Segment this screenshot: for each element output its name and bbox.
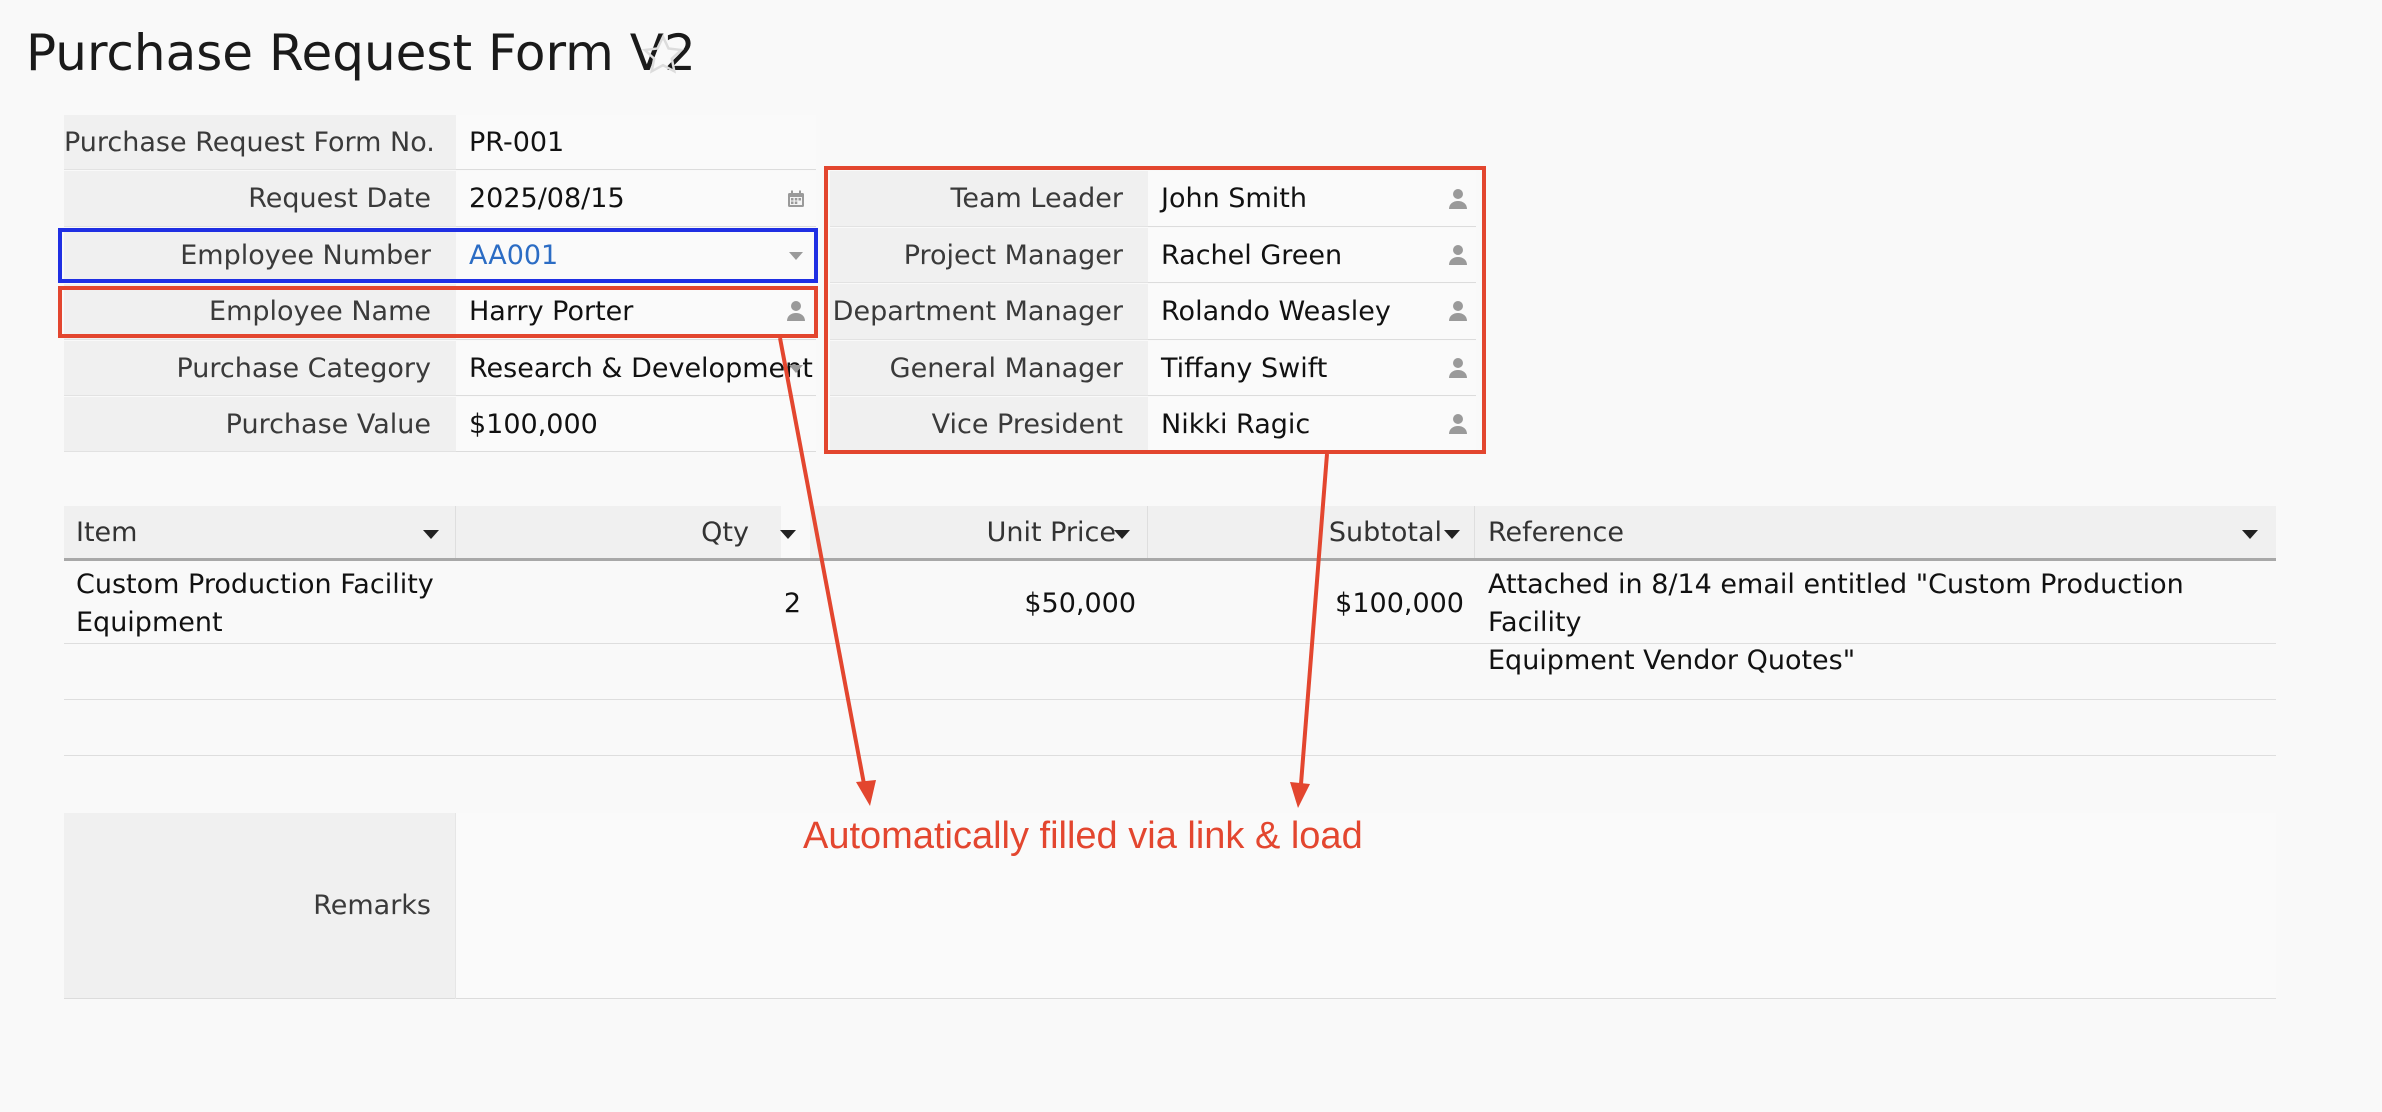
cell-subtotal: $100,000 <box>1335 588 1464 619</box>
column-header-label: Unit Price <box>986 517 1116 548</box>
column-header-item[interactable]: Item <box>64 506 456 560</box>
field-label-request-date: Request Date <box>64 171 456 227</box>
column-header-unit-price[interactable]: Unit Price <box>810 506 1148 560</box>
field-label-form-no: Purchase Request Form No. <box>64 115 456 170</box>
dropdown-caret-icon[interactable] <box>789 365 803 373</box>
field-label-vice-president: Vice President <box>830 397 1148 452</box>
field-label-purchase-value: Purchase Value <box>64 397 456 452</box>
request-date-field[interactable]: 2025/08/15 <box>456 171 816 227</box>
cell-unit-price: $50,000 <box>1024 588 1136 619</box>
person-icon[interactable] <box>1448 188 1468 210</box>
column-header-label: Item <box>76 517 138 548</box>
dropdown-caret-icon[interactable] <box>789 252 803 260</box>
field-label-project-manager: Project Manager <box>830 228 1148 283</box>
remarks-divider <box>455 813 456 999</box>
remarks-field[interactable] <box>456 813 2276 999</box>
arrow-head-right <box>1290 782 1310 808</box>
sort-caret-icon[interactable] <box>2242 530 2258 539</box>
person-icon[interactable] <box>1448 244 1468 266</box>
employee-number-field[interactable]: AA001 <box>456 228 816 283</box>
person-icon[interactable] <box>1448 300 1468 322</box>
cell-reference: Attached in 8/14 email entitled "Custom … <box>1488 569 2184 676</box>
field-label-general-manager: General Manager <box>830 341 1148 396</box>
column-header-label: Subtotal <box>1328 517 1442 548</box>
column-header-label: Qty <box>701 517 749 548</box>
field-label-team-leader: Team Leader <box>830 171 1148 227</box>
sort-caret-icon[interactable] <box>1444 530 1460 539</box>
field-label-purchase-category: Purchase Category <box>64 341 456 396</box>
field-label-remarks: Remarks <box>64 813 456 999</box>
field-label-department-manager: Department Manager <box>830 284 1148 340</box>
general-manager-field[interactable]: Tiffany Swift <box>1148 341 1476 396</box>
vice-president-field[interactable]: Nikki Ragic <box>1148 397 1476 452</box>
person-icon[interactable] <box>1448 357 1468 379</box>
annotation-text: Automatically filled via link & load <box>803 815 1363 857</box>
column-divider <box>1147 506 1148 560</box>
sort-caret-icon[interactable] <box>423 530 439 539</box>
field-label-employee-name: Employee Name <box>64 284 456 340</box>
sort-caret-icon[interactable] <box>780 530 796 539</box>
form-no-field[interactable]: PR-001 <box>456 115 816 170</box>
table-row-empty[interactable] <box>64 644 2276 699</box>
table-header-divider <box>64 558 2276 561</box>
sort-caret-icon[interactable] <box>1114 530 1130 539</box>
purchase-category-field[interactable]: Research & Development <box>456 341 816 396</box>
star-icon[interactable] <box>640 32 686 78</box>
person-icon[interactable] <box>786 300 806 322</box>
column-divider <box>1474 506 1475 560</box>
purchase-value-field[interactable]: $100,000 <box>456 397 816 452</box>
cell-qty: 2 <box>783 588 801 619</box>
person-icon[interactable] <box>1448 413 1468 435</box>
row-divider <box>64 699 2276 700</box>
row-divider <box>64 643 2276 644</box>
row-divider <box>64 755 2276 756</box>
page-title: Purchase Request Form V2 <box>26 24 696 82</box>
department-manager-field[interactable]: Rolando Weasley <box>1148 284 1476 340</box>
column-header-qty[interactable]: Qty <box>456 506 781 560</box>
column-header-label: Reference <box>1488 517 1624 548</box>
column-header-reference[interactable]: Reference <box>1474 506 2276 560</box>
column-divider <box>455 506 456 560</box>
project-manager-field[interactable]: Rachel Green <box>1148 228 1476 283</box>
column-header-subtotal[interactable]: Subtotal <box>1148 506 1474 560</box>
calendar-icon[interactable] <box>786 189 806 209</box>
team-leader-field[interactable]: John Smith <box>1148 171 1476 227</box>
arrow-head-left <box>856 780 876 806</box>
employee-name-field[interactable]: Harry Porter <box>456 284 816 340</box>
table-row-empty[interactable] <box>64 700 2276 755</box>
field-label-employee-number: Employee Number <box>64 228 456 283</box>
cell-item: Custom Production Facility Equipment <box>76 569 434 638</box>
